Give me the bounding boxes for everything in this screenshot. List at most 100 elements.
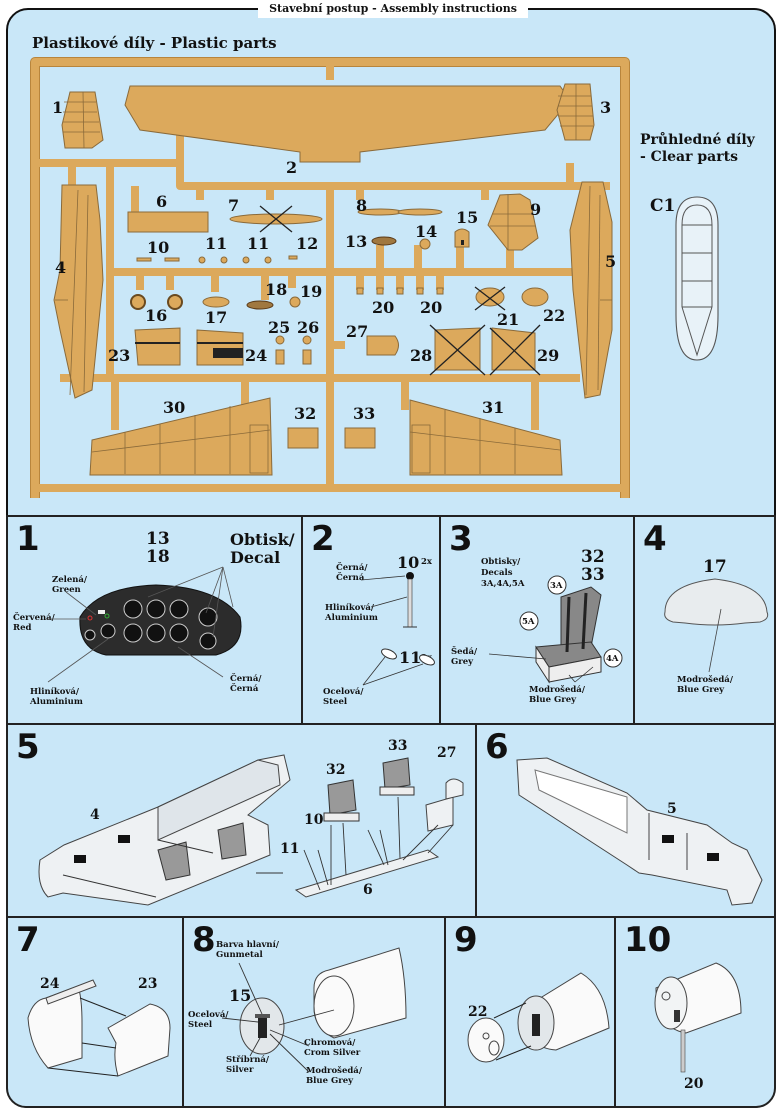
- step-8-illustration: [221, 947, 407, 1073]
- part-18: [246, 300, 274, 310]
- part-label-27: 27: [346, 322, 369, 341]
- step-1-aluminium-label: Hliníková/ Aluminium: [30, 687, 83, 707]
- clear-part-label: C1: [650, 196, 676, 216]
- step-10-panel: 10 20: [614, 916, 776, 1108]
- step-7-panel: 7 24 23: [6, 916, 184, 1108]
- step-2-aluminium-label: Hliníková/ Aluminium: [325, 603, 378, 623]
- step-7-part-23: 23: [138, 976, 158, 992]
- step-7-part-24: 24: [40, 976, 60, 992]
- part-label-14: 14: [415, 222, 438, 241]
- part-label-22: 22: [543, 306, 566, 325]
- part-label-29: 29: [537, 346, 560, 365]
- canopy-c1: [675, 196, 719, 361]
- part-label-26: 26: [297, 318, 320, 337]
- step-7-illustration: [27, 979, 171, 1077]
- clear-parts-title-line2: - Clear parts: [640, 149, 738, 165]
- sprue-runner-upper: [35, 159, 610, 190]
- step-5-part-11: 11: [280, 841, 300, 857]
- part-30-wing: [89, 397, 273, 476]
- sheet-title: Stavební postup - Assembly instructions: [258, 0, 528, 18]
- step-3-number: 3: [449, 519, 473, 559]
- step-3-part-33: 33: [581, 565, 605, 585]
- step-9-illustration: [467, 972, 610, 1063]
- part-label-1: 1: [52, 98, 64, 117]
- seat-illustration: [488, 575, 623, 684]
- part-22: [521, 287, 549, 307]
- step-6-part-5: 5: [667, 801, 677, 817]
- step-1-black-label: Černá/ Černá: [230, 674, 262, 694]
- step-8-gunmetal-label: Barva hlavní/ Gunmetal: [216, 940, 279, 960]
- clear-parts-title: Průhledné díly - Clear parts: [640, 132, 755, 166]
- step-3-decal-4a: 4A: [606, 654, 619, 664]
- part-label-12: 12: [296, 234, 319, 253]
- part-label-11b: 11: [247, 234, 270, 253]
- part-label-4: 4: [55, 258, 67, 277]
- part-31-wing: [409, 399, 563, 476]
- step-6-illustration: [516, 757, 763, 906]
- step-1-panel: 1 13 18 Obtisk/ Decal Zelená/ Green Červ…: [6, 515, 303, 725]
- part-10: [136, 257, 152, 262]
- part-12: [288, 255, 298, 260]
- step-10-number: 10: [624, 920, 672, 960]
- part-label-6: 6: [156, 192, 168, 211]
- part-5-fuselage: [569, 181, 613, 399]
- part-label-2: 2: [286, 158, 298, 177]
- part-label-9: 9: [530, 200, 542, 219]
- step-5-part-33: 33: [388, 738, 408, 754]
- part-27: [366, 335, 399, 356]
- part-label-23: 23: [108, 346, 131, 365]
- step-3-panel: 3 32 33 Obtisky/ Decals 3A,4A,5A Šedá/ G…: [439, 515, 635, 725]
- part-16-wheel: [130, 294, 146, 310]
- part-4-fuselage: [53, 184, 104, 399]
- step-1-number: 1: [16, 519, 40, 559]
- part-label-19: 19: [300, 282, 323, 301]
- step-7-number: 7: [16, 920, 40, 960]
- step-3-decal-3a: 3A: [550, 581, 563, 591]
- step-8-silver-label: Stříbrná/ Silver: [226, 1055, 269, 1075]
- part-label-13: 13: [345, 232, 368, 251]
- part-2-stabilizer: [124, 85, 571, 163]
- part-label-20a: 20: [372, 298, 395, 317]
- step-1-red-label: Červená/ Red: [13, 613, 55, 633]
- step-10-illustration: [654, 962, 742, 1073]
- step-5-part-10: 10: [304, 812, 324, 828]
- part-label-8: 8: [356, 196, 368, 215]
- part-label-7: 7: [228, 196, 240, 215]
- step-3-blue-grey-label: Modrošedá/ Blue Grey: [529, 685, 585, 705]
- part-label-21: 21: [497, 310, 520, 329]
- part-3-rudder: [556, 83, 595, 141]
- part-label-5: 5: [605, 252, 617, 271]
- part-label-31: 31: [482, 398, 505, 417]
- step-2-steel-label: Ocelová/ Steel: [323, 687, 364, 707]
- step-1-part-13: 13: [146, 529, 170, 549]
- step-6-panel: 6 5: [475, 723, 776, 918]
- part-label-30: 30: [163, 398, 186, 417]
- part-1-rudder: [61, 91, 104, 149]
- step-1-decal-label: Obtisk/ Decal: [230, 530, 295, 567]
- part-17: [202, 296, 230, 308]
- step-10-part-20: 20: [684, 1076, 704, 1092]
- step-3-part-32: 32: [581, 547, 605, 567]
- part-label-15: 15: [456, 208, 479, 227]
- part-9-fin: [487, 193, 539, 251]
- step-5-part-32: 32: [326, 762, 346, 778]
- part-13-panel: [371, 236, 397, 246]
- step-9-part-22: 22: [468, 1004, 488, 1020]
- part-15-mount: [454, 228, 470, 248]
- step-4-blue-grey-label: Modrošedá/ Blue Grey: [677, 675, 733, 695]
- part-20: [356, 287, 364, 295]
- part-24: [196, 329, 244, 366]
- part-23: [134, 327, 181, 366]
- part-label-16: 16: [145, 306, 168, 325]
- step-4-number: 4: [643, 519, 667, 559]
- step-8-part-15: 15: [229, 986, 252, 1005]
- step-8-chrome-label: Chromová/ Crom Silver: [304, 1038, 361, 1058]
- part-label-17: 17: [205, 308, 228, 327]
- part-label-10: 10: [147, 238, 170, 257]
- step-4-panel: 4 17 Modrošedá/ Blue Grey: [633, 515, 776, 725]
- step-3-decal-5a: 5A: [522, 617, 535, 627]
- instrument-panel-illustration: [46, 566, 242, 683]
- step-1-part-18: 18: [146, 547, 170, 567]
- step-2-panel: 2 10 2x Černá/ Černá Hliníková/ Aluminiu…: [301, 515, 441, 725]
- step-5-number: 5: [16, 727, 40, 767]
